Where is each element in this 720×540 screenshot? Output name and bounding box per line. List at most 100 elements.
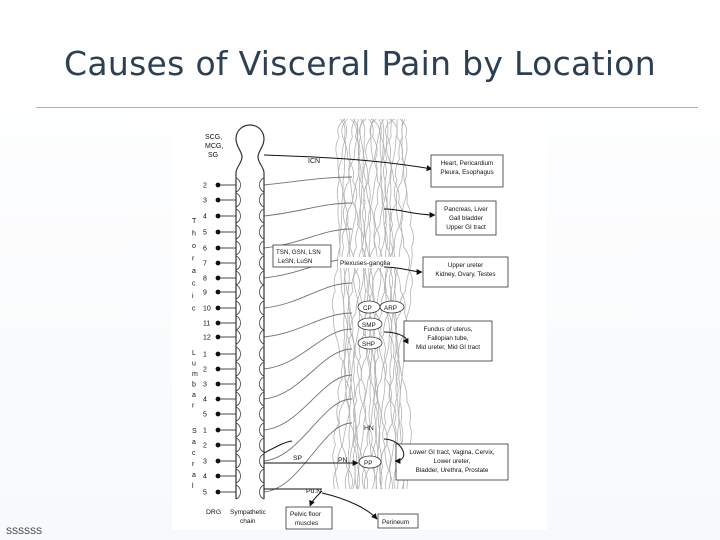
segment-number: 4: [203, 474, 207, 481]
organ-box-text: Upper GI tract: [446, 224, 486, 231]
chain-ganglion: [235, 284, 265, 300]
chain-ganglion: [235, 376, 265, 392]
sacral-letter: a: [192, 472, 196, 479]
drg-dot: [215, 458, 221, 464]
pelvic-floor-box: [285, 506, 333, 530]
organ-box-text: Pancreas, Liver: [444, 206, 488, 213]
arp-label: ARP: [384, 305, 397, 312]
segment-number: 3: [203, 459, 207, 466]
chain-ganglion: [235, 192, 265, 208]
organ-box: [435, 200, 497, 236]
sympathetic-chain: [235, 124, 265, 499]
segment-number: 1: [203, 428, 207, 435]
chain-ganglion: [235, 391, 265, 407]
organ-box-text: Heart, Pericardium: [441, 160, 494, 167]
chain-ganglion: [235, 453, 265, 469]
pelvic-floor-line-2: muscles: [295, 520, 318, 527]
icn-arrow: [263, 154, 433, 172]
plexuses-label: Plexuses-ganglia: [340, 260, 391, 267]
nerve-fibre: [331, 118, 351, 490]
nerve-fibre: [342, 118, 362, 490]
segment-number: 6: [203, 246, 207, 253]
lumbar-letter: m: [192, 371, 198, 378]
top-ganglia-label-3: SG: [208, 152, 218, 159]
cp-label: CP: [363, 305, 372, 312]
chain-ganglion: [235, 361, 265, 377]
chain-ganglion: [235, 300, 265, 316]
organ-box-text: Lower GI tract, Vagina, Cervix,: [409, 449, 495, 456]
pun-label: Pu.N: [306, 488, 321, 495]
pelvic-floor-line-1: Pelvic floor: [290, 511, 321, 518]
segment-number: 7: [203, 261, 207, 268]
visceral-afferent-line: [263, 422, 353, 493]
smp-label: SMP: [362, 322, 376, 329]
chain-ganglion: [235, 208, 265, 224]
chain-ganglion: [235, 346, 265, 362]
segment-number: 3: [203, 382, 207, 389]
drg-dot: [215, 260, 221, 266]
drg-dot: [215, 473, 221, 479]
sacral-letter: r: [192, 461, 195, 468]
segment-number: 3: [203, 198, 207, 205]
icn-label: ICN: [308, 158, 320, 165]
drg-dot: [215, 213, 221, 219]
segment-number: 12: [203, 335, 211, 342]
pp-label: PP: [364, 460, 372, 467]
organ-arrow: [383, 331, 409, 344]
organ-box-text: Fundus of uterus,: [423, 326, 472, 333]
visceral-afferent-line: [263, 374, 353, 431]
sacral-letter: a: [192, 439, 196, 446]
chain-ganglion: [235, 406, 265, 422]
drg-dot: [215, 442, 221, 448]
drg-dot: [215, 320, 221, 326]
sacral-letter: l: [192, 483, 194, 490]
drg-label: DRG: [206, 509, 221, 516]
drg-dot: [215, 381, 221, 387]
visceral-afferent-line: [263, 348, 353, 400]
visceral-afferent-line: [263, 312, 353, 338]
organ-box-text: Upper ureter: [448, 262, 483, 269]
segment-number: 4: [203, 397, 207, 404]
sympathetic-ganglia: [235, 177, 265, 500]
visceral-afferent-line: [263, 282, 353, 309]
nerve-fibre: [352, 118, 371, 490]
top-ganglia-label-1: SCG,: [205, 134, 222, 141]
segment-number: 5: [203, 490, 207, 497]
drg-dot: [215, 334, 221, 340]
segment-number: 8: [203, 276, 207, 283]
chain-ganglion: [235, 329, 265, 345]
segment-number: 9: [203, 290, 207, 297]
thoracic-letter: h: [192, 231, 196, 238]
perineum-box: [377, 513, 419, 529]
chain-ganglion: [235, 484, 265, 500]
nerve-fibre: [363, 118, 383, 490]
nerve-fibre: [395, 118, 414, 490]
slide-title: Causes of Visceral Pain by Location: [63, 44, 656, 83]
drg-dot: [215, 305, 221, 311]
shp-ganglion: [357, 336, 383, 350]
title-divider: [36, 107, 698, 108]
segment-number: 2: [203, 183, 207, 190]
visceral-afferent-line: [263, 176, 353, 186]
nerve-fibre: [341, 118, 361, 490]
nerve-fibre: [332, 118, 351, 490]
thoracic-letter: a: [192, 268, 196, 275]
drg-dot: [215, 197, 221, 203]
organ-box-text: Mid ureter, Mid GI tract: [416, 344, 480, 351]
shp-label: SHP: [362, 341, 375, 348]
thoracic-letter: i: [192, 293, 194, 300]
sympathetic-chain-label-1: Sympathetic: [230, 509, 267, 516]
perineum-label: Perineum: [382, 519, 409, 526]
nerve-fibre: [347, 118, 366, 490]
thoracic-letter: c: [192, 281, 196, 288]
splanchnic-nerves-line-1: TSN, GSN, LSN: [276, 249, 321, 256]
chain-ganglion: [235, 422, 265, 438]
dorsal-root-ganglia-dots: [215, 182, 236, 495]
plexuses-label-bg: [338, 257, 402, 268]
chain-ganglion: [235, 468, 265, 484]
nerve-fibre: [389, 118, 408, 490]
drg-dot: [215, 245, 221, 251]
smp-ganglion: [357, 317, 383, 331]
